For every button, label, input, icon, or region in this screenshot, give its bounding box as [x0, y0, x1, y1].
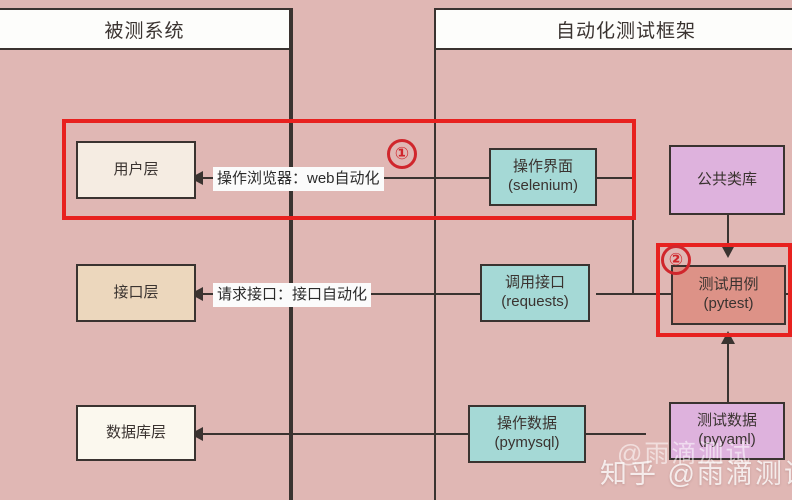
node-user-layer[interactable]: 用户层: [76, 141, 196, 199]
badge-annotation-2-label: ②: [668, 250, 684, 269]
edge-label-web-automation: 操作浏览器：web自动化: [213, 167, 384, 191]
badge-annotation-1-label: ①: [394, 144, 410, 163]
watermark-main: 知乎 @雨滴测试: [600, 459, 792, 489]
node-api-call-line2: (requests): [501, 293, 569, 310]
arrowhead-testcase-top: [721, 245, 735, 258]
node-test-data-line2: (pyyaml): [698, 431, 756, 448]
edge-label-api-automation: 请求接口：接口自动化: [213, 283, 372, 307]
connector-testdata-to-testcase: [727, 340, 729, 402]
node-user-layer-label: 用户层: [113, 160, 159, 178]
watermark-secondary: @雨滴测试: [617, 440, 753, 468]
node-test-case-line2: (pytest): [703, 295, 754, 312]
node-api-layer[interactable]: 接口层: [76, 264, 196, 322]
connector-framework-vertical-bus: [291, 8, 293, 500]
node-data-operation-pymysql[interactable]: 操作数据 (pymysql): [468, 405, 586, 463]
highlight-rectangle-web-flow: [62, 119, 636, 220]
node-test-case-pytest[interactable]: 测试用例 (pytest): [671, 265, 786, 325]
connector-pymysql-to-db-layer: [196, 433, 476, 435]
node-db-layer-label: 数据库层: [105, 423, 166, 441]
node-db-layer[interactable]: 数据库层: [76, 405, 196, 461]
node-test-data-line1: 测试数据: [696, 412, 757, 430]
node-test-case-line1: 测试用例: [698, 276, 759, 294]
node-common-library-label: 公共类库: [696, 170, 757, 188]
highlight-rectangle-test-case: [656, 243, 792, 337]
connector-requests-to-testcase: [596, 293, 676, 295]
panel-title-sut-label: 被测系统: [104, 20, 185, 42]
node-test-data-pyyaml[interactable]: 测试数据 (pyyaml): [669, 402, 785, 460]
connector-selenium-down: [632, 177, 634, 293]
connector-selenium-right: [596, 177, 634, 179]
badge-annotation-2: ②: [661, 245, 691, 275]
node-ui-operation-line2: (selenium): [507, 177, 579, 194]
node-common-library[interactable]: 公共类库: [669, 145, 785, 215]
node-api-layer-label: 接口层: [113, 283, 159, 301]
connector-pymysql-right: [586, 433, 646, 435]
node-ui-operation-selenium[interactable]: 操作界面 (selenium): [489, 148, 597, 206]
connector-commonlib-to-testcase: [727, 214, 729, 254]
panel-title-automation-framework: 自动化测试框架: [434, 8, 792, 50]
node-data-operation-line2: (pymysql): [494, 434, 560, 451]
node-api-call-line1: 调用接口: [504, 274, 565, 292]
panel-title-system-under-test: 被测系统: [0, 8, 291, 50]
node-ui-operation-line1: 操作界面: [512, 158, 573, 176]
node-api-call-requests[interactable]: 调用接口 (requests): [480, 264, 590, 322]
badge-annotation-1: ①: [387, 139, 417, 169]
panel-title-framework-label: 自动化测试框架: [555, 20, 696, 42]
node-data-operation-line1: 操作数据: [496, 415, 557, 433]
